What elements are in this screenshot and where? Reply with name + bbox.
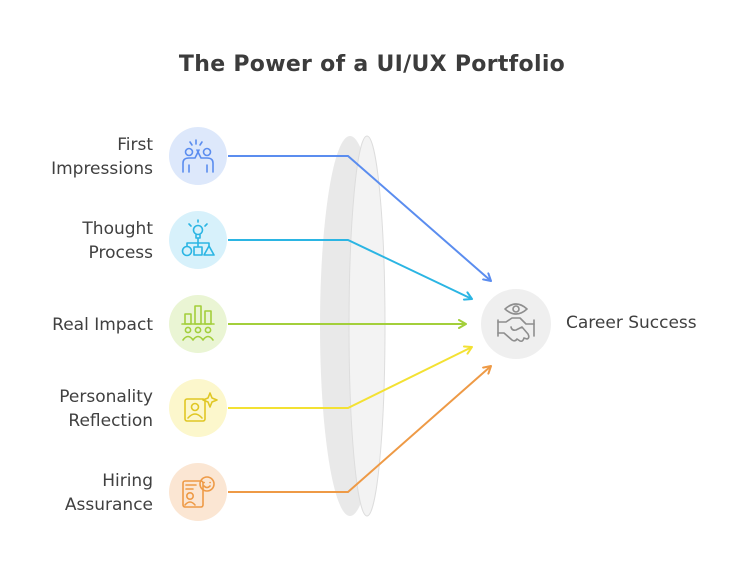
outcome-label: Career Success xyxy=(566,313,697,333)
connector-hiring-assurance xyxy=(228,365,492,493)
interview-icon xyxy=(169,463,227,521)
connector-personality-reflection xyxy=(228,345,473,409)
factor-label-first-impressions: First Impressions xyxy=(51,135,153,179)
diagram-title: The Power of a UI/UX Portfolio xyxy=(178,52,566,77)
lens-shape xyxy=(320,135,386,517)
factor-label-real-impact: Real Impact xyxy=(52,315,153,335)
profile-sparkle-icon xyxy=(169,379,227,437)
factor-label-personality-reflection: Personality Reflection xyxy=(59,387,153,431)
team-celebration-icon xyxy=(169,127,227,185)
connector-thought-process xyxy=(228,239,473,301)
bar-chart-people-icon xyxy=(169,295,227,353)
factor-label-hiring-assurance: Hiring Assurance xyxy=(64,471,153,515)
connector-first-impressions xyxy=(228,155,492,282)
handshake-eye-icon xyxy=(481,289,551,359)
idea-flowchart-icon xyxy=(169,211,227,269)
factor-label-thought-process: Thought Process xyxy=(82,219,153,263)
